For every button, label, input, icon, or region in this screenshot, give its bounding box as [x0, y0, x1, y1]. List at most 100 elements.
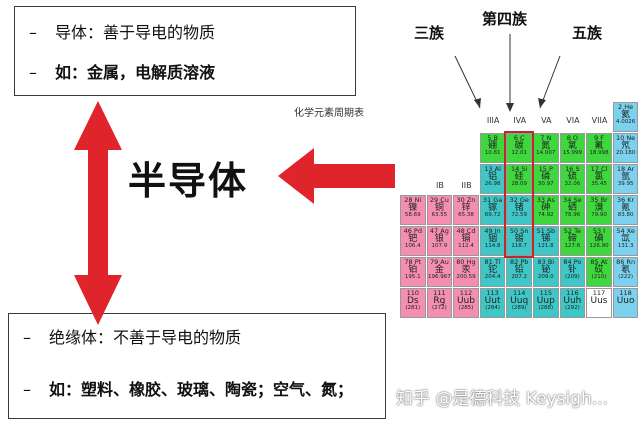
- element-mass: (209): [564, 274, 580, 281]
- element-name: 铟: [488, 233, 498, 244]
- element-mass: (284): [485, 305, 500, 312]
- group-header: IB: [435, 181, 444, 190]
- element-mass: 26.98: [484, 181, 501, 188]
- insulator-box: –绝缘体：不善于导电的物质 –如：塑料、橡胶、玻璃、陶瓷；空气、氮；: [8, 313, 386, 419]
- element-symbol: 34 Se: [563, 196, 582, 204]
- element-symbol: 118: [619, 289, 632, 297]
- element-name: Uut: [484, 295, 501, 306]
- element-name: 硒: [567, 202, 577, 213]
- element-mass: 107.9: [431, 243, 448, 250]
- element-symbol: 49 In: [484, 227, 501, 235]
- element-symbol: 8 O: [566, 134, 579, 142]
- group-header: IIIA: [486, 116, 500, 125]
- table-title: 化学元素周期表: [294, 108, 364, 119]
- element-mass: (292): [564, 305, 580, 312]
- element-symbol: 53 I: [592, 227, 606, 235]
- element-name: 磷: [541, 171, 551, 182]
- element-mass: (285): [458, 305, 474, 312]
- element-name: 氯: [594, 171, 604, 182]
- watermark-text: 知乎 @是德科技 Keysigh...: [396, 389, 608, 409]
- element-symbol: 51 Sb: [536, 227, 556, 235]
- element-symbol: 32 Ge: [509, 196, 529, 204]
- element-symbol: 9 F: [594, 134, 604, 142]
- element-name: 锌: [461, 202, 471, 213]
- arrow-shaft: [313, 164, 395, 188]
- element-mass: (281): [405, 305, 421, 312]
- element-mass: (289): [511, 305, 527, 312]
- element-name: 硼: [488, 140, 498, 151]
- element-name: Ds: [406, 295, 419, 306]
- element-mass: 32.06: [564, 181, 581, 188]
- element-name: 碳: [514, 140, 524, 151]
- element-name: 氮: [541, 140, 551, 151]
- element-name: Uuo: [616, 295, 635, 306]
- element-mass: 196.967: [428, 274, 451, 281]
- conductor-examples-prefix: 如：: [55, 63, 88, 82]
- group-header: VIA: [566, 116, 580, 125]
- element-name: Uub: [456, 295, 475, 306]
- element-name: 氩: [621, 171, 631, 182]
- element-mass: 106.4: [404, 243, 421, 250]
- element-name: 锗: [514, 202, 524, 213]
- element-name: Uus: [590, 295, 608, 306]
- element-mass: 127.6: [564, 243, 581, 250]
- element-mass: 58.69: [404, 212, 421, 219]
- element-mass: 65.38: [458, 212, 474, 219]
- element-symbol: 117: [592, 289, 606, 297]
- element-symbol: 54 Xe: [616, 227, 635, 235]
- group-header: VIIA: [591, 116, 608, 125]
- arrow-head-left: [278, 148, 314, 204]
- element-symbol: 110: [406, 289, 419, 297]
- element-mass: 195.1: [404, 274, 421, 281]
- element-mass: (288): [538, 305, 554, 312]
- conductor-box: –导体：善于导电的物质 –如：金属，电解质溶液: [14, 6, 356, 96]
- group3-label: 三族: [414, 24, 445, 42]
- element-name: 氟: [594, 140, 604, 151]
- element-name: 铂: [408, 264, 418, 275]
- element-name: 钋: [567, 264, 577, 275]
- element-name: 碘: [594, 233, 604, 244]
- element-mass: (272): [431, 305, 447, 312]
- element-name: 氖: [621, 140, 631, 151]
- group5-label: 五族: [572, 24, 603, 42]
- element-mass: 79.90: [591, 212, 607, 219]
- element-mass: 4.0026: [615, 119, 636, 126]
- insulator-examples-prefix: 如：: [49, 380, 82, 399]
- element-symbol: 30 Zn: [456, 196, 476, 204]
- element-symbol: 36 Kr: [616, 196, 635, 204]
- element-symbol: 83 Bi: [537, 258, 555, 266]
- element-symbol: 78 Pt: [404, 258, 422, 266]
- element-mass: 30.97: [537, 181, 554, 188]
- element-symbol: 114: [512, 289, 526, 297]
- conductor-definition: –导体：善于导电的物质: [29, 19, 215, 43]
- element-name: 氧: [567, 140, 577, 151]
- insulator-definition-text: 绝缘体：不善于导电的物质: [49, 328, 242, 347]
- element-symbol: 115: [539, 289, 552, 297]
- element-symbol: 86 Rn: [616, 258, 636, 266]
- element-symbol: 15 P: [538, 165, 553, 173]
- element-symbol: 35 Br: [590, 196, 608, 204]
- element-name: 硅: [514, 171, 524, 182]
- element-mass: 204.4: [484, 274, 501, 281]
- element-name: Uuh: [563, 295, 582, 306]
- element-symbol: 29 Cu: [429, 196, 449, 204]
- insulator-examples: –如：塑料、橡胶、玻璃、陶瓷；空气、氮；: [23, 376, 353, 400]
